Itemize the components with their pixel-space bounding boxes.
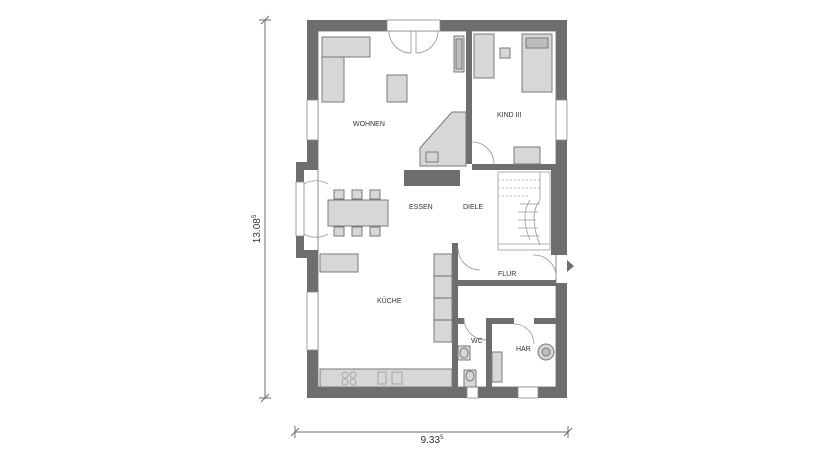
- terrace-door: [388, 30, 439, 54]
- room-label-essen: ESSEN: [409, 204, 433, 211]
- living-furniture: [321, 35, 467, 167]
- room-label-wc: WC: [471, 338, 483, 345]
- staircase: [497, 171, 551, 251]
- entrance-arrow-icon: [567, 260, 574, 272]
- vertical-dimension: 13.085: [252, 15, 271, 403]
- side-door: [303, 180, 329, 238]
- room-label-kind3: KIND III: [497, 112, 522, 119]
- har-fixtures: [491, 343, 555, 383]
- interior-doors: [457, 141, 557, 345]
- height-dimension-sup: 5: [252, 214, 258, 218]
- room-label-kueche: KÜCHE: [377, 297, 402, 305]
- kind3-furniture: [473, 33, 553, 165]
- width-dimension-sup: 5: [440, 435, 444, 441]
- svg-text:13.085: 13.085: [252, 214, 263, 243]
- width-dimension-label: 9.33: [421, 435, 441, 446]
- interior-walls: [404, 31, 556, 387]
- height-dimension-label: 13.08: [252, 218, 263, 243]
- room-label-har: HAR: [516, 346, 531, 353]
- svg-text:9.335: 9.335: [421, 435, 444, 446]
- windows: [295, 19, 568, 399]
- kitchen-furniture: [319, 253, 453, 388]
- wc-fixtures: [457, 345, 477, 388]
- dining-furniture: [327, 189, 389, 237]
- room-label-diele: DIELE: [463, 204, 484, 211]
- horizontal-dimension: 9.335: [290, 426, 573, 446]
- outer-walls: [296, 20, 567, 398]
- room-label-flur: FLUR: [498, 271, 516, 278]
- room-label-wohnen: WOHNEN: [353, 121, 385, 128]
